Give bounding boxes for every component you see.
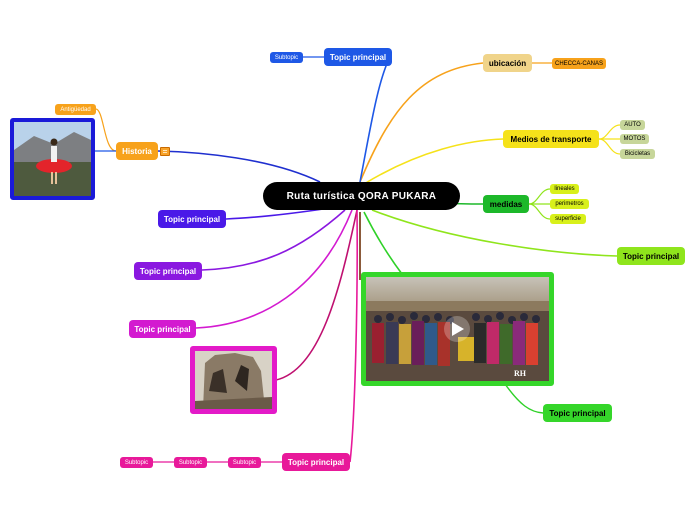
link-historia-sub <box>95 108 117 152</box>
link-video-topic <box>504 383 544 414</box>
topic-principal-magenta[interactable]: Topic principal <box>129 320 196 338</box>
link-ubicacion <box>359 62 484 183</box>
topic-principal-pink[interactable]: Topic principal <box>282 453 350 471</box>
topic-principal-green[interactable]: Topic principal <box>543 404 612 422</box>
topic-medidas[interactable]: medidas <box>483 195 529 213</box>
subtopic-auto[interactable]: AUTO <box>620 120 645 130</box>
link-medios-sub3 <box>598 138 621 155</box>
subtopic-perimetros[interactable]: perimetros <box>550 199 589 209</box>
dancer-image[interactable] <box>10 118 95 200</box>
link-topic-right <box>371 209 618 257</box>
link-medios <box>363 138 504 185</box>
video-thumbnail[interactable]: RH <box>361 272 554 386</box>
link-topic-magenta <box>195 209 353 329</box>
topic-principal-lime[interactable]: Topic principal <box>617 247 685 265</box>
subtopic-checca-canas[interactable]: CHECCA-CANAS <box>552 58 606 69</box>
subtopic-blue-top[interactable]: Subtopic <box>270 52 303 63</box>
link-topic-purple <box>201 209 346 271</box>
subtopic-superficie[interactable]: superficie <box>550 214 586 224</box>
ruins-image[interactable] <box>190 346 277 414</box>
dancer-photo <box>14 122 91 196</box>
subtopic-pink-1[interactable]: Subtopic <box>228 457 261 468</box>
link-video <box>363 211 403 275</box>
subtopic-pink-3[interactable]: Subtopic <box>120 457 153 468</box>
subtopic-bicicletas[interactable]: Bicicletas <box>620 149 655 159</box>
subtopic-motos[interactable]: MOTOS <box>620 134 649 144</box>
topic-ubicacion[interactable]: ubicación <box>483 54 532 72</box>
subtopic-antiguedad[interactable]: Antigüedad <box>55 104 96 115</box>
notes-icon[interactable] <box>160 147 170 156</box>
subtopic-pink-2[interactable]: Subtopic <box>174 457 207 468</box>
link-image-ruins <box>275 209 358 381</box>
play-icon <box>452 322 464 336</box>
topic-medios-transporte[interactable]: Medios de transporte <box>503 130 599 148</box>
topic-principal-blue-top[interactable]: Topic principal <box>324 48 392 66</box>
link-medios-sub1 <box>598 124 621 140</box>
topic-historia[interactable]: Historia <box>116 142 158 160</box>
link-medidas-sub1 <box>528 188 551 205</box>
link-medidas-sub3 <box>528 203 551 220</box>
crowd-scene-image: RH <box>366 277 549 381</box>
link-historia <box>157 150 321 183</box>
link-topic-top <box>359 56 391 183</box>
link-topic-pink <box>349 209 358 463</box>
subtopic-lineales[interactable]: lineales <box>550 184 579 194</box>
topic-principal-indigo[interactable]: Topic principal <box>158 210 226 228</box>
root-topic[interactable]: Ruta turística QORA PUKARA <box>263 182 460 210</box>
ruins-photo <box>195 351 272 409</box>
video-watermark: RH <box>514 369 527 378</box>
topic-principal-purple[interactable]: Topic principal <box>134 262 202 280</box>
